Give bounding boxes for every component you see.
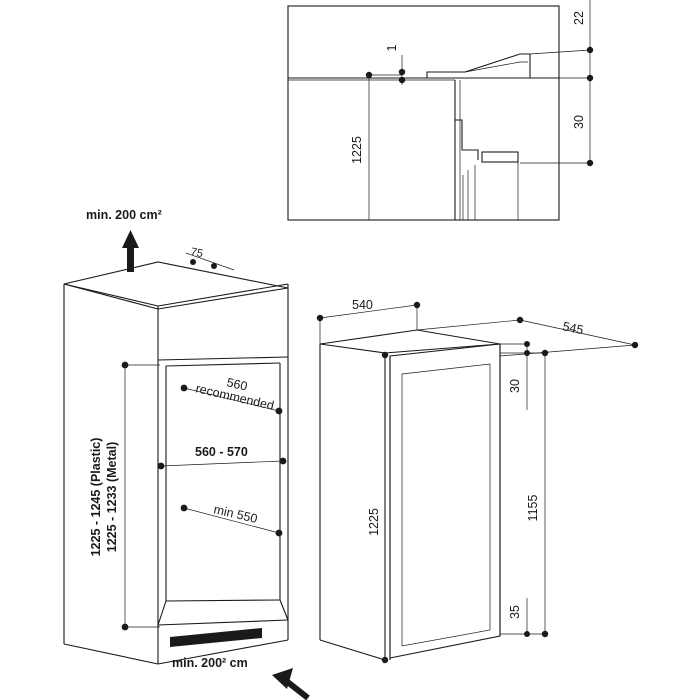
vent-bottom-label: min. 200² cm (172, 656, 248, 670)
cab-height-metal: 1225 - 1233 (Metal) (105, 442, 119, 552)
bottom-vent-slot (170, 628, 262, 647)
cab-height-plastic: 1225 - 1245 (Plastic) (89, 438, 103, 557)
detail-frame (287, 5, 560, 221)
top-dim-30: 30 (572, 115, 586, 129)
app-dim-30: 30 (508, 379, 522, 393)
top-dim-1: 1 (385, 44, 399, 51)
app-dim-1225: 1225 (367, 508, 381, 536)
top-dim-22: 22 (572, 11, 586, 25)
app-dim-545: 545 (561, 319, 584, 337)
cabinet-drawing: min. 200 cm² 75 560 recom (63, 208, 310, 700)
app-dim-35: 35 (508, 605, 522, 619)
app-dim-540: 540 (352, 298, 373, 312)
app-dim-1155: 1155 (526, 495, 540, 522)
vent-top-label: min. 200 cm² (86, 208, 162, 222)
vent-in-arrow (272, 668, 310, 700)
cab-dim-560-570: 560 - 570 (195, 445, 248, 459)
vent-up-arrow (122, 230, 139, 272)
top-dim-1225: 1225 (350, 136, 364, 164)
cab-dim-min-550: min 550 (212, 502, 259, 526)
cab-dim-560: 560 (225, 375, 249, 393)
hinge-bracket (426, 53, 531, 78)
top-detail-panel: 1225 1 22 30 (287, 0, 594, 221)
cab-dim-75: 75 (190, 246, 204, 260)
appliance-drawing: 540 545 30 1155 35 1225 (316, 298, 639, 664)
